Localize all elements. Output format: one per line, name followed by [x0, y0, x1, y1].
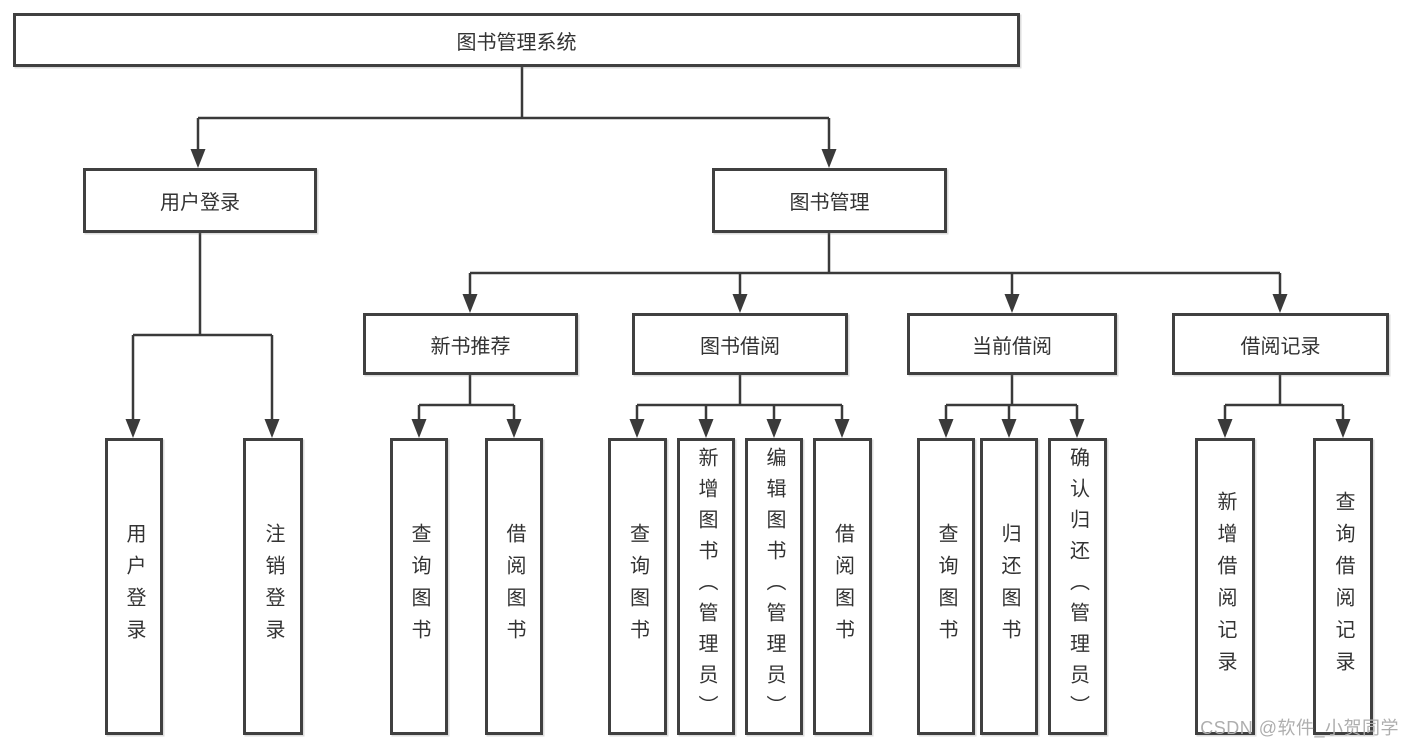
arrowhead	[1001, 419, 1017, 438]
node-borrowing-records: 借阅记录	[1172, 313, 1389, 375]
csdn-watermark: CSDN @软件_小贺同学	[1200, 718, 1399, 738]
node-borrow-books-recommend: 借阅图书	[485, 438, 543, 735]
node-query-books-recommend: 查询图书	[390, 438, 448, 735]
arrowhead	[766, 419, 782, 438]
connector-borrowing-records	[1223, 375, 1345, 423]
node-return-books: 归还图书	[980, 438, 1038, 735]
node-label: 查询图书	[626, 522, 649, 651]
node-label: 新增借阅记录	[1214, 490, 1236, 683]
arrowhead	[732, 294, 748, 313]
arrowhead	[1004, 294, 1020, 313]
node-label: 注销登录	[262, 522, 284, 651]
arrowhead	[698, 419, 714, 438]
node-label: 图书管理	[789, 192, 870, 214]
node-label: 查询图书	[935, 522, 957, 651]
node-query-books-current: 查询图书	[917, 438, 975, 735]
node-label: 确认归还（管理员）	[1066, 447, 1089, 726]
node-query-books-borrowing: 查询图书	[608, 438, 667, 735]
node-label: 查询借阅记录	[1332, 490, 1354, 683]
connector-user-login-branch	[131, 233, 274, 423]
connector-book-borrowing	[635, 375, 844, 423]
arrowhead	[506, 419, 522, 438]
node-edit-books-admin: 编辑图书（管理员）	[745, 438, 803, 735]
node-label: 借阅图书	[503, 522, 525, 651]
node-user-login: 用户登录	[105, 438, 163, 735]
arrowhead	[629, 419, 645, 438]
node-label: 归还图书	[998, 522, 1020, 651]
node-label: 当前借阅	[972, 335, 1052, 358]
node-current-borrowing: 当前借阅	[907, 313, 1117, 375]
arrowhead	[1335, 419, 1351, 438]
node-label: 借阅图书	[831, 522, 854, 651]
arrowhead	[411, 419, 427, 438]
arrowhead	[264, 419, 280, 438]
node-new-book-recommendation: 新书推荐	[363, 313, 578, 375]
arrowhead	[938, 419, 954, 438]
node-label: 图书管理系统	[456, 31, 577, 54]
node-borrow-books-borrowing: 借阅图书	[813, 438, 872, 735]
node-label: 新增图书（管理员）	[695, 447, 717, 726]
arrowheads	[125, 149, 1351, 438]
arrowhead	[125, 419, 141, 438]
arrowhead	[190, 149, 206, 168]
node-label: 查询图书	[408, 522, 430, 651]
node-user-login-branch: 用户登录	[83, 168, 317, 233]
arrowhead	[1272, 294, 1288, 313]
arrowhead	[821, 149, 837, 168]
node-add-borrow-record: 新增借阅记录	[1195, 438, 1255, 735]
node-confirm-return-admin: 确认归还（管理员）	[1048, 438, 1107, 735]
node-label: 用户登录	[160, 192, 240, 214]
connector-current-borrowing	[944, 375, 1079, 423]
node-library-management-system: 图书管理系统	[13, 13, 1020, 67]
node-add-books-admin: 新增图书（管理员）	[677, 438, 735, 735]
node-query-borrow-record: 查询借阅记录	[1313, 438, 1373, 735]
arrowhead	[462, 294, 478, 313]
node-label: 新书推荐	[430, 335, 511, 358]
node-label: 用户登录	[123, 522, 145, 651]
arrowhead	[834, 419, 850, 438]
connector-new-book-recommendation	[417, 375, 516, 423]
node-label: 编辑图书（管理员）	[763, 447, 785, 726]
node-book-borrowing: 图书借阅	[632, 313, 848, 375]
node-label: 图书借阅	[700, 335, 780, 358]
arrowhead	[1217, 419, 1233, 438]
node-logout: 注销登录	[243, 438, 303, 735]
arrowhead	[1069, 419, 1085, 438]
node-book-management-branch: 图书管理	[712, 168, 947, 233]
connector-book-management-branch	[468, 233, 1282, 298]
node-label: 借阅记录	[1240, 335, 1321, 358]
connector-root-to-level2	[196, 67, 831, 152]
